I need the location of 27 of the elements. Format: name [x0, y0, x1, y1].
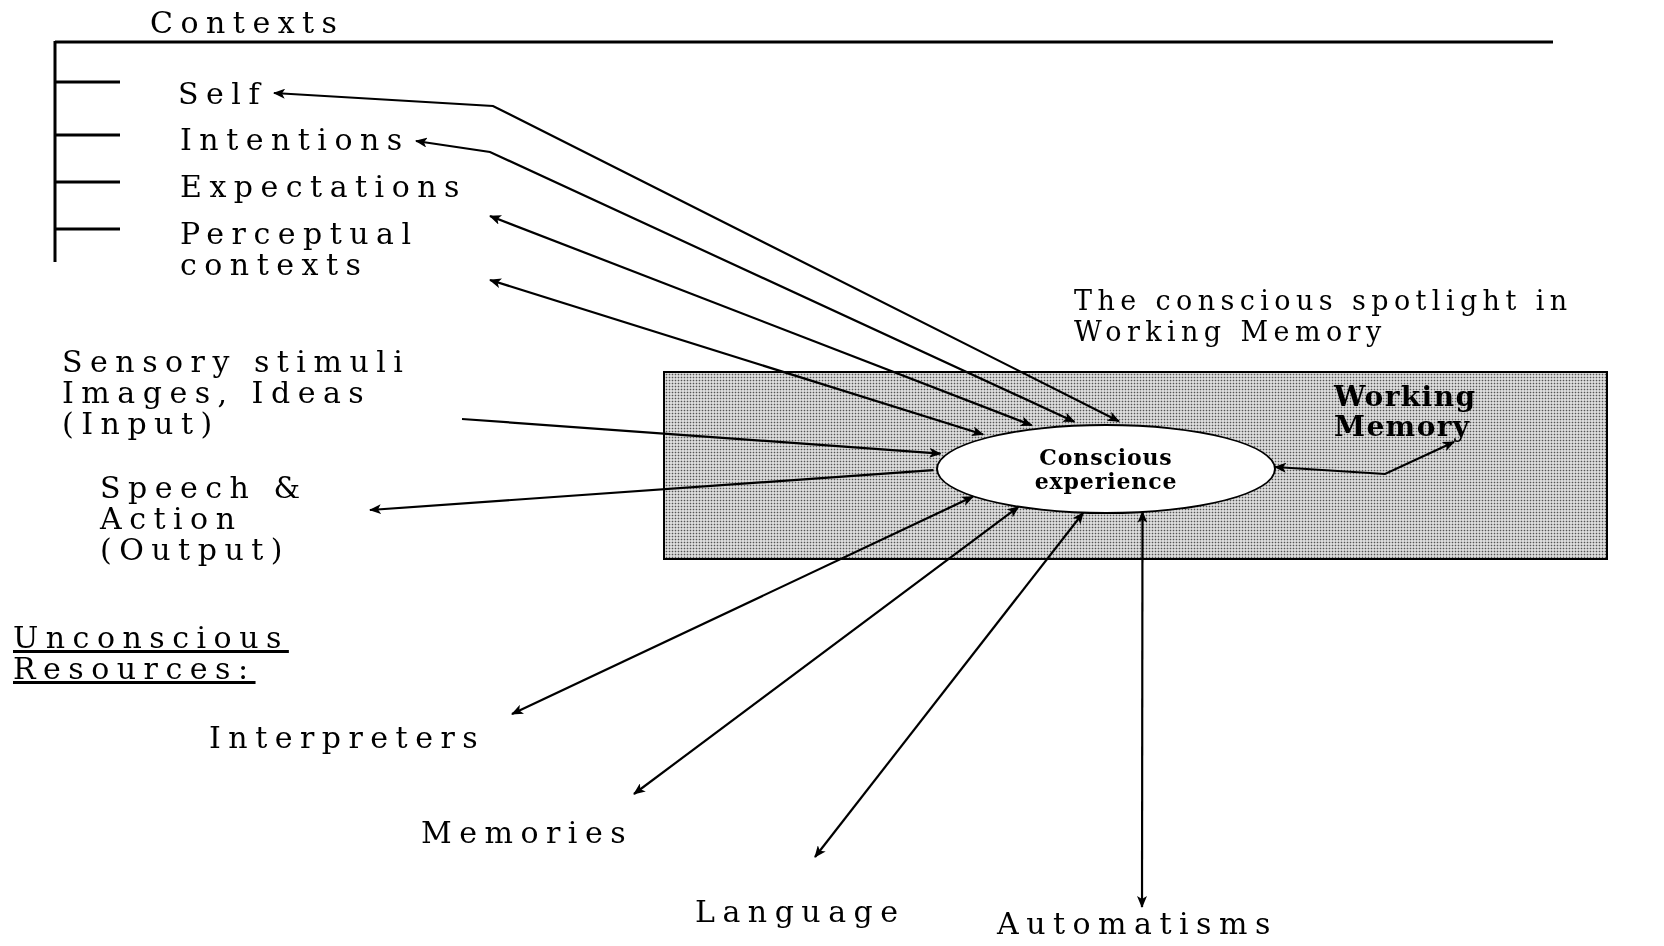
arrow: [415, 137, 1076, 423]
box-title: Working Memory: [1334, 382, 1478, 442]
resource-label: Interpreters: [209, 722, 486, 753]
context-label: Self: [178, 78, 267, 109]
arrow: [1137, 510, 1148, 908]
arrow: [273, 88, 1120, 423]
resource-label: Memories: [421, 817, 634, 848]
resource-label: Automatisms: [997, 908, 1278, 939]
arrow: [369, 469, 934, 515]
section-heading: Contexts: [150, 4, 345, 42]
context-label: Expectations: [180, 171, 467, 202]
arrow: [489, 278, 985, 436]
arrow: [633, 505, 1020, 795]
resource-label: Language: [695, 896, 906, 927]
section-heading: Unconscious Resources:: [13, 622, 290, 684]
arrow: [511, 495, 974, 715]
ellipse-node: [936, 424, 1276, 514]
arrow: [1274, 441, 1455, 476]
output-label: Speech & Action (Output): [100, 472, 309, 565]
box-heading: The conscious spotlight in Working Memory: [1074, 285, 1574, 347]
arrow: [489, 214, 1033, 427]
input-label: Sensory stimuli Images, Ideas (Input): [62, 346, 412, 439]
arrow: [814, 511, 1085, 858]
node-text: Conscious experience: [1033, 445, 1179, 493]
context-label: Perceptual contexts: [180, 218, 420, 280]
arrow: [461, 417, 942, 458]
context-label: Intentions: [180, 124, 410, 155]
